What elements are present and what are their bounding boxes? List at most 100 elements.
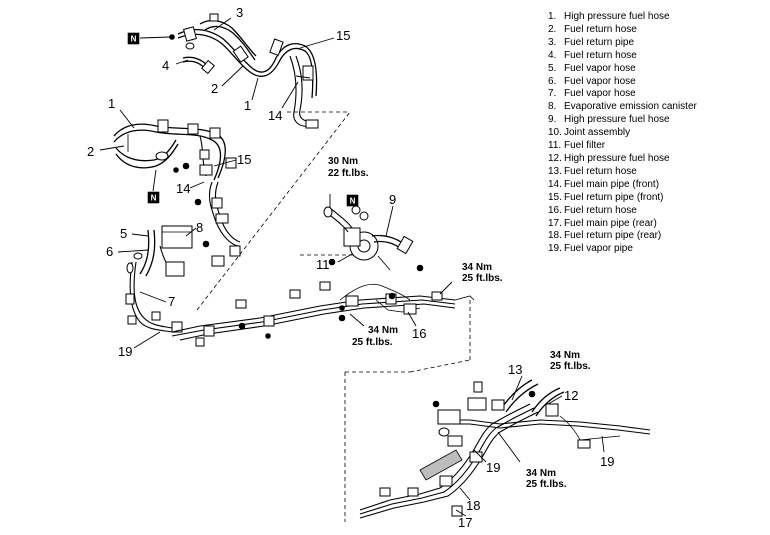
legend-item: 18.Fuel return pipe (rear) (548, 230, 766, 243)
callout-2: 2 (211, 81, 218, 96)
callout-5: 5 (120, 226, 127, 241)
legend-item-text: Fuel vapor hose (564, 75, 636, 87)
legend-item: 4. Fuel return hose (548, 50, 766, 63)
legend-item: 10.Joint assembly (548, 127, 766, 140)
legend-item-text: Fuel return pipe (front) (564, 191, 664, 203)
callout-1: 1 (244, 98, 251, 113)
callout-12: 12 (564, 388, 578, 403)
n-marker-left (147, 191, 160, 204)
legend-item-number: 5. (548, 62, 557, 74)
torque-34nm-b: 34 Nm (368, 325, 398, 336)
legend-item-number: 13. (548, 165, 562, 177)
legend-item-text: Fuel vapor hose (564, 88, 636, 100)
legend-item-number: 2. (548, 23, 557, 35)
legend-item-text: Fuel return hose (564, 165, 637, 177)
canister-area (117, 225, 241, 349)
legend-item: 17.Fuel main pipe (rear) (548, 218, 766, 231)
legend-item-text: Fuel main pipe (front) (564, 178, 660, 190)
n-marker-top (127, 32, 140, 45)
legend-item-number: 15. (548, 191, 562, 203)
legend-item: 3.Fuel return pipe (548, 37, 766, 50)
legend-item-text: Fuel return pipe (rear) (564, 230, 662, 242)
legend-item-text: Fuel vapor pipe (564, 243, 633, 255)
legend-item: 5. Fuel vapor hose (548, 63, 766, 76)
legend-item-number: 1. (548, 11, 557, 22)
legend-item-number: 10. (548, 127, 562, 139)
legend-item-number: 4. (548, 49, 557, 61)
torque-34nm-a: 34 Nm (462, 262, 492, 273)
n-marker-top-label: N (131, 35, 137, 44)
legend-item-text: Joint assembly (564, 127, 631, 139)
legend-item-number: 6. (548, 75, 557, 87)
callout-19-right: 19 (600, 454, 614, 469)
legend-item: 14.Fuel main pipe (front) (548, 179, 766, 192)
legend-item-text: Fuel return hose (564, 49, 637, 61)
torque-25ftlbs-d: 25 ft.lbs. (526, 479, 567, 490)
torque-25ftlbs-c: 25 ft.lbs. (550, 361, 591, 372)
legend-item: 16.Fuel return hose (548, 205, 766, 218)
legend-item-text: Fuel filter (564, 140, 606, 152)
callout-numbers: 3 15 4 2 1 14 1 2 15 14 5 8 6 7 19 9 11 … (87, 5, 614, 530)
legend-item: 12.High pressure fuel hose (548, 153, 766, 166)
fuel-filter-assembly: N (323, 194, 414, 271)
legend-item: 2.Fuel return hose (548, 24, 766, 37)
torque-34nm-c: 34 Nm (550, 350, 580, 361)
legend-item: 8. Evaporative emission canister (548, 101, 766, 114)
legend-item: 6. Fuel vapor hose (548, 76, 766, 89)
callout-6: 6 (106, 244, 113, 259)
callout-9: 9 (389, 192, 396, 207)
legend-item-text: Fuel main pipe (rear) (564, 217, 657, 229)
legend-item-text: High pressure fuel hose (564, 11, 670, 22)
rear-pipe-cluster (359, 375, 651, 519)
legend-item-number: 8. (548, 101, 557, 113)
legend-item: 11.Fuel filter (548, 140, 766, 153)
legend-item-text: Fuel return pipe (564, 36, 635, 48)
legend-item-text: High pressure fuel hose (564, 152, 670, 164)
callout-11: 11 (316, 257, 330, 272)
callout-19-bottom: 19 (486, 460, 500, 475)
n-marker-middle (346, 194, 359, 207)
callout-14: 14 (268, 108, 282, 123)
legend-item: 15.Fuel return pipe (front) (548, 192, 766, 205)
n-marker-left-label: N (151, 194, 157, 203)
callout-16: 16 (412, 326, 426, 341)
legend-item-number: 19. (548, 243, 562, 255)
left-upper-cluster: N (99, 109, 241, 247)
middle-pipe-run (171, 264, 475, 347)
legend-item-text: Evaporative emission canister (564, 101, 697, 113)
callout-15: 15 (336, 28, 350, 43)
n-marker-middle-label: N (350, 197, 356, 206)
legend-item: 19.Fuel vapor pipe (548, 243, 766, 256)
torque-25ftlbs-a: 25 ft.lbs. (462, 273, 503, 284)
callout-15-left: 15 (237, 152, 251, 167)
torque-25ftlbs-b: 25 ft.lbs. (352, 337, 393, 348)
legend-item: 13.Fuel return hose (548, 166, 766, 179)
callout-7: 7 (168, 294, 175, 309)
torque-labels: 30 Nm 22 ft.lbs. 34 Nm 25 ft.lbs. 34 Nm … (328, 156, 591, 490)
callout-2-left: 2 (87, 144, 94, 159)
legend-item-number: 14. (548, 178, 562, 190)
torque-34nm-d: 34 Nm (526, 468, 556, 479)
evaporative-emission-canister (161, 225, 193, 249)
callout-8: 8 (196, 220, 203, 235)
legend-item-text: High pressure fuel hose (564, 114, 670, 126)
callout-4: 4 (162, 58, 169, 73)
callout-1-left: 1 (108, 96, 115, 111)
legend-item-number: 12. (548, 152, 562, 164)
callout-19-left: 19 (118, 344, 132, 359)
legend-item-number: 11. (548, 140, 562, 152)
dashed-reference-lines (196, 111, 471, 522)
top-hose-cluster: N (127, 13, 335, 129)
legend-item: 7.Fuel vapor hose (548, 88, 766, 101)
callout-13: 13 (508, 362, 522, 377)
callout-18: 18 (466, 498, 480, 513)
legend-item-text: Fuel vapor hose (564, 62, 636, 74)
legend-item-text: Fuel return hose (564, 204, 637, 216)
legend-item: 9. High pressure fuel hose (548, 114, 766, 127)
callout-17: 17 (458, 515, 472, 530)
legend-item-number: 16. (548, 204, 562, 216)
legend-item-number: 9. (548, 114, 557, 126)
legend-item-number: 18. (548, 230, 562, 242)
